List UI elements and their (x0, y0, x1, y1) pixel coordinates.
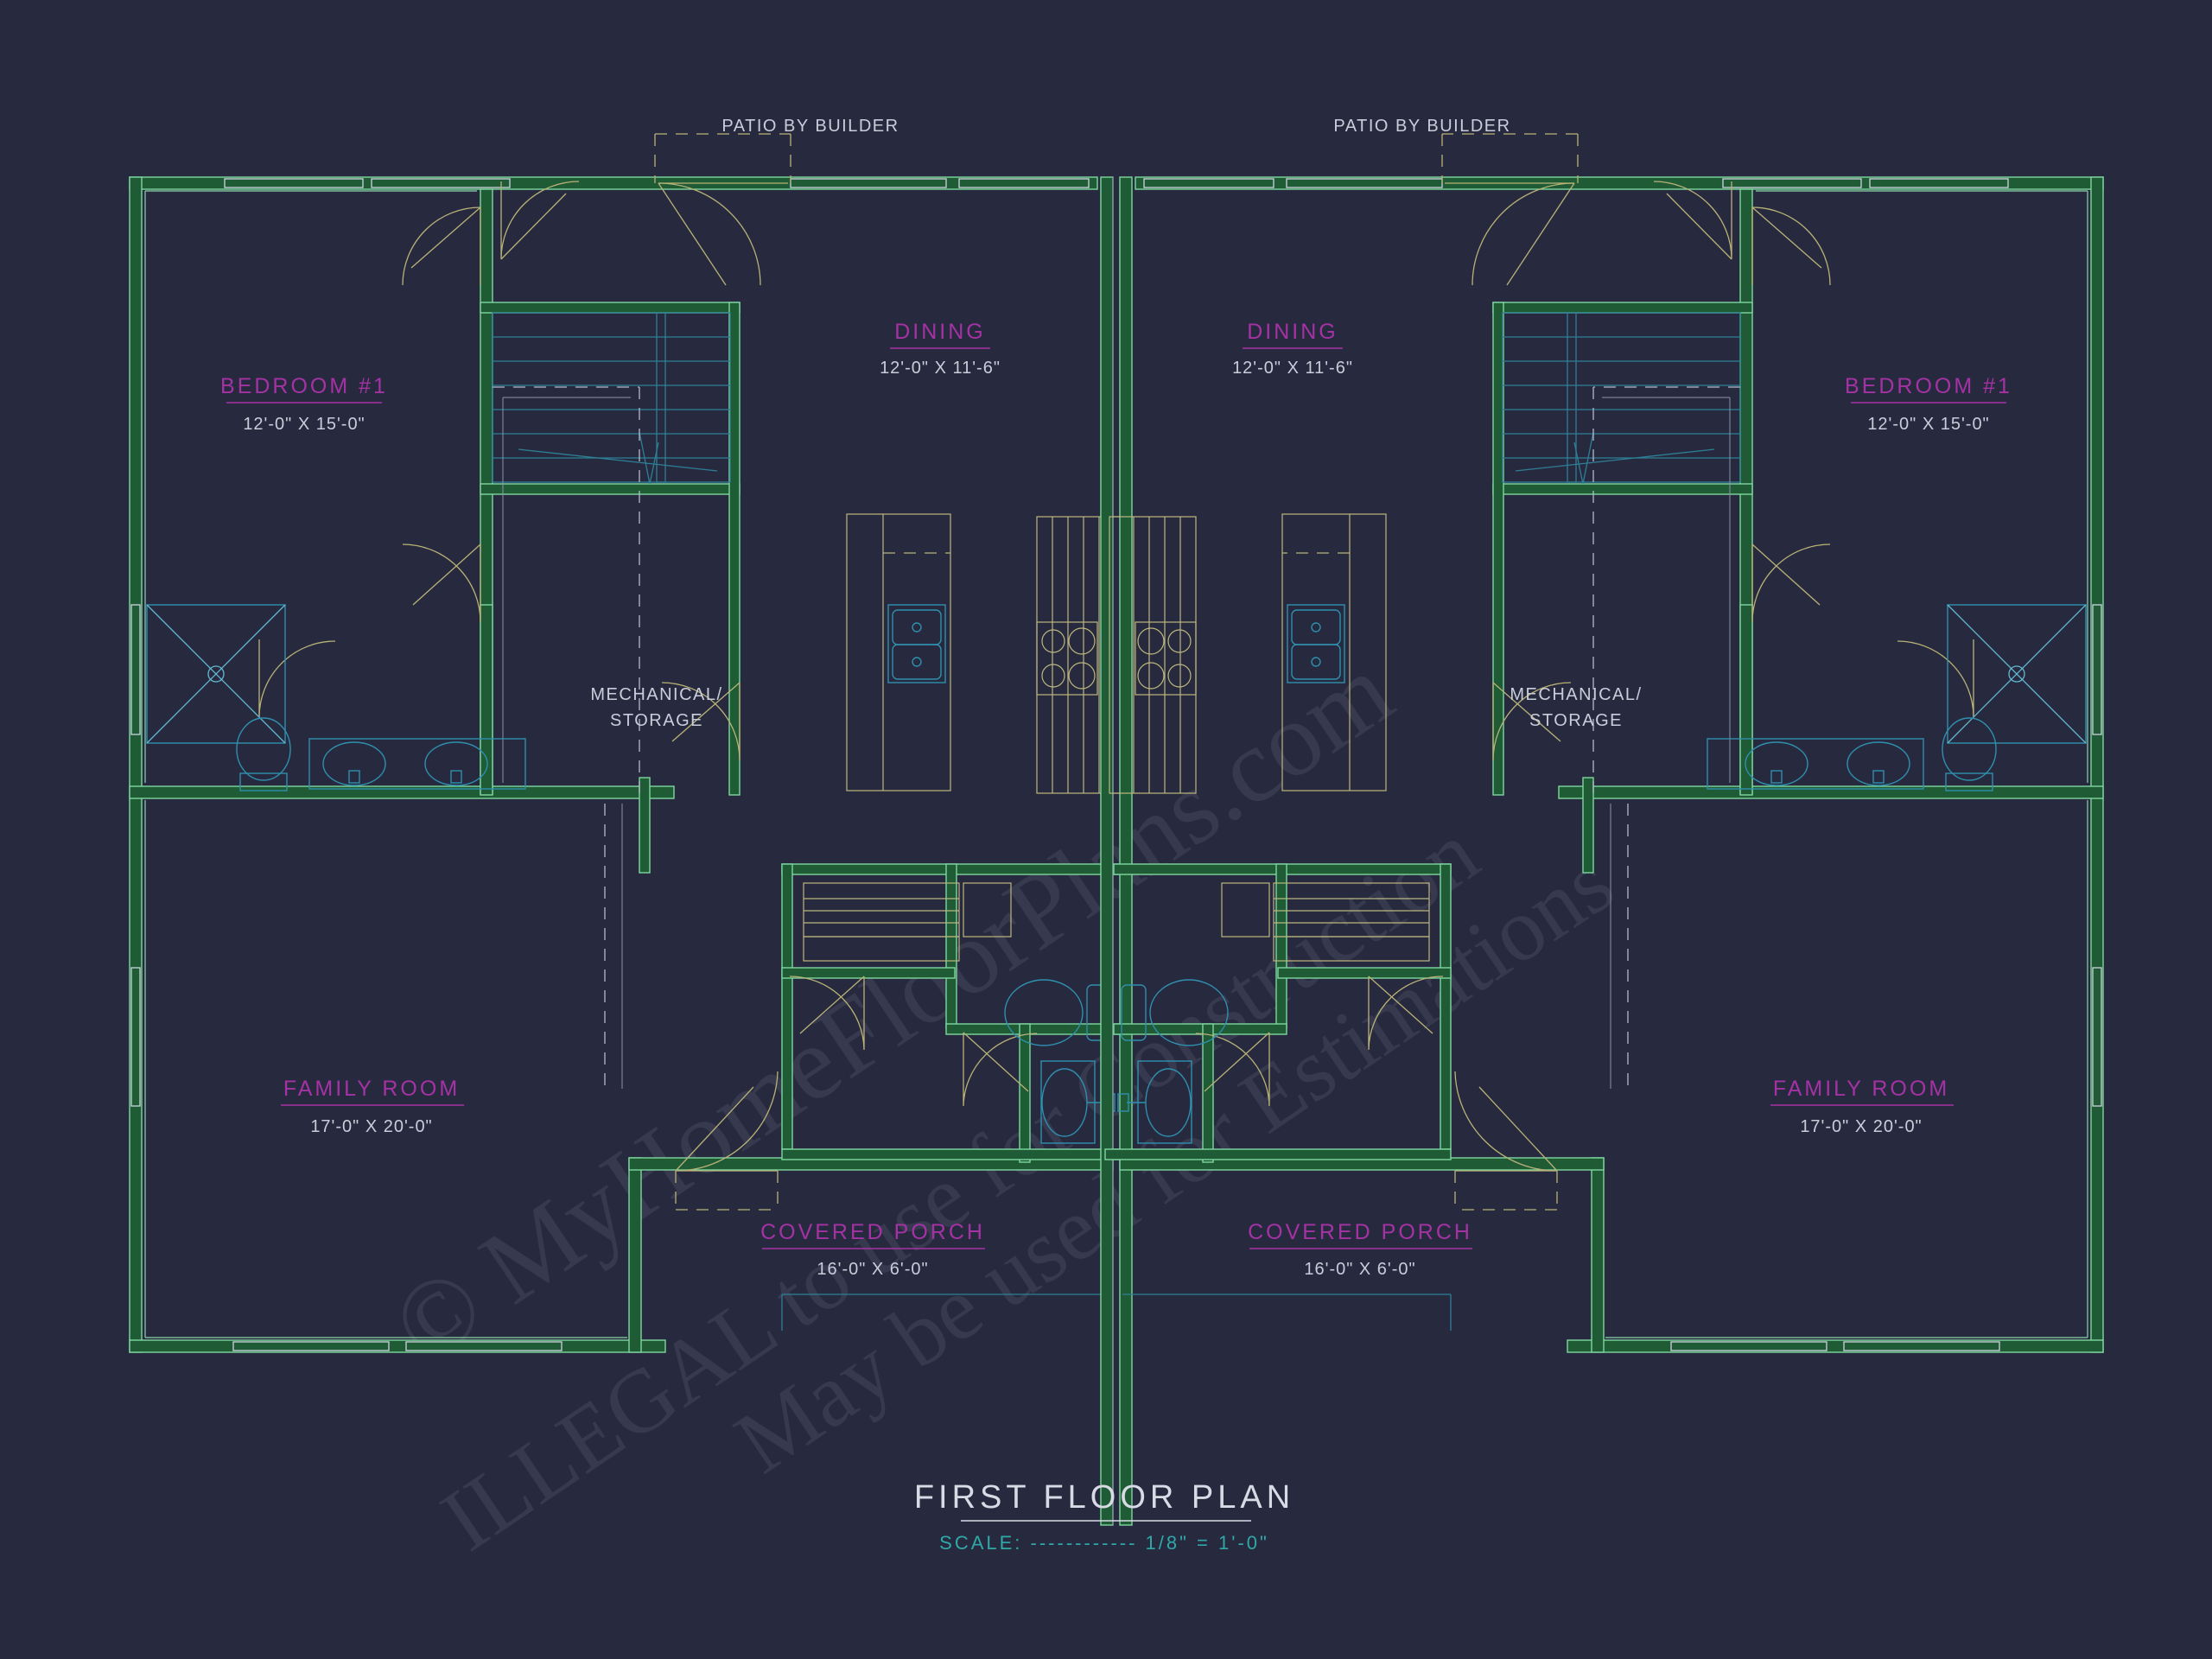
left-exterior-walls (129, 176, 1114, 1353)
room-label-bedroom-right: BEDROOM #1 (1845, 374, 2012, 398)
left-room-outlines (144, 190, 627, 1338)
room-label-bedroom-left: BEDROOM #1 (220, 374, 388, 398)
left-windows (130, 178, 1090, 1351)
left-patio (654, 133, 791, 286)
right-interior-walls (1104, 188, 1753, 1163)
left-doors (258, 181, 1038, 1211)
left-interior-walls (480, 188, 1128, 1163)
room-dim-family-right: 17'-0" X 20'-0" (1800, 1117, 1922, 1136)
label-mechanical-right-line2: STORAGE (1529, 711, 1623, 730)
page-title: FIRST FLOOR PLAN (914, 1479, 1294, 1516)
left-room-labels: BEDROOM #1 12'-0" X 15'-0" DINING 12'-0"… (220, 117, 1001, 1279)
room-label-porch-left: COVERED PORCH (760, 1220, 985, 1244)
right-unit (1104, 133, 2104, 1353)
right-room-outlines (1605, 190, 2088, 1338)
room-label-porch-right: COVERED PORCH (1248, 1220, 1472, 1244)
left-upper-cabinets (803, 882, 1012, 962)
room-dim-porch-right: 16'-0" X 6'-0" (1304, 1260, 1415, 1279)
left-master-bath (146, 604, 526, 791)
left-staircase (492, 312, 731, 485)
label-patio-right: PATIO BY BUILDER (1333, 117, 1510, 136)
room-label-dining-left: DINING (894, 320, 986, 344)
room-label-family-right: FAMILY ROOM (1773, 1077, 1949, 1101)
right-windows (1143, 178, 2102, 1351)
right-staircase (1502, 312, 1741, 485)
label-patio-left: PATIO BY BUILDER (721, 117, 899, 136)
left-unit: BEDROOM #1 12'-0" X 15'-0" DINING 12'-0"… (129, 117, 1128, 1353)
scale-note: SCALE: ------------ 1/8" = 1'-0" (939, 1532, 1269, 1554)
left-porch-slab (781, 1294, 1110, 1331)
label-mechanical-left-line2: STORAGE (610, 711, 703, 730)
right-patio (1441, 133, 1579, 286)
room-dim-family-left: 17'-0" X 20'-0" (310, 1117, 432, 1136)
right-kitchen-island (1281, 513, 1387, 791)
right-powder-room (1117, 979, 1229, 1144)
right-upper-cabinets (1221, 882, 1430, 962)
room-dim-bedroom-left: 12'-0" X 15'-0" (243, 415, 365, 434)
left-corridor-lines (493, 386, 640, 1089)
right-exterior-walls (1119, 176, 2104, 1353)
right-porch-slab (1122, 1294, 1452, 1331)
label-mechanical-right-line1: MECHANICAL/ (1510, 685, 1642, 704)
right-doors (1195, 181, 1974, 1211)
left-kitchen-island (846, 513, 951, 791)
room-dim-dining-left: 12'-0" X 11'-6" (880, 359, 1001, 378)
room-dim-bedroom-right: 12'-0" X 15'-0" (1867, 415, 1989, 434)
room-label-family-left: FAMILY ROOM (283, 1077, 460, 1101)
left-powder-room (1004, 979, 1116, 1144)
right-kitchen-range (1109, 516, 1197, 794)
right-room-labels: BEDROOM #1 12'-0" X 15'-0" DINING 12'-0"… (1232, 117, 2012, 1279)
label-mechanical-left-line1: MECHANICAL/ (590, 685, 722, 704)
room-label-dining-right: DINING (1247, 320, 1338, 344)
room-dim-dining-right: 12'-0" X 11'-6" (1232, 359, 1353, 378)
right-corridor-lines (1592, 386, 1740, 1089)
room-dim-porch-left: 16'-0" X 6'-0" (817, 1260, 928, 1279)
party-wall (1100, 176, 1133, 1526)
title-block: FIRST FLOOR PLAN SCALE: ------------ 1/8… (914, 1479, 1294, 1554)
right-master-bath (1707, 604, 2087, 791)
